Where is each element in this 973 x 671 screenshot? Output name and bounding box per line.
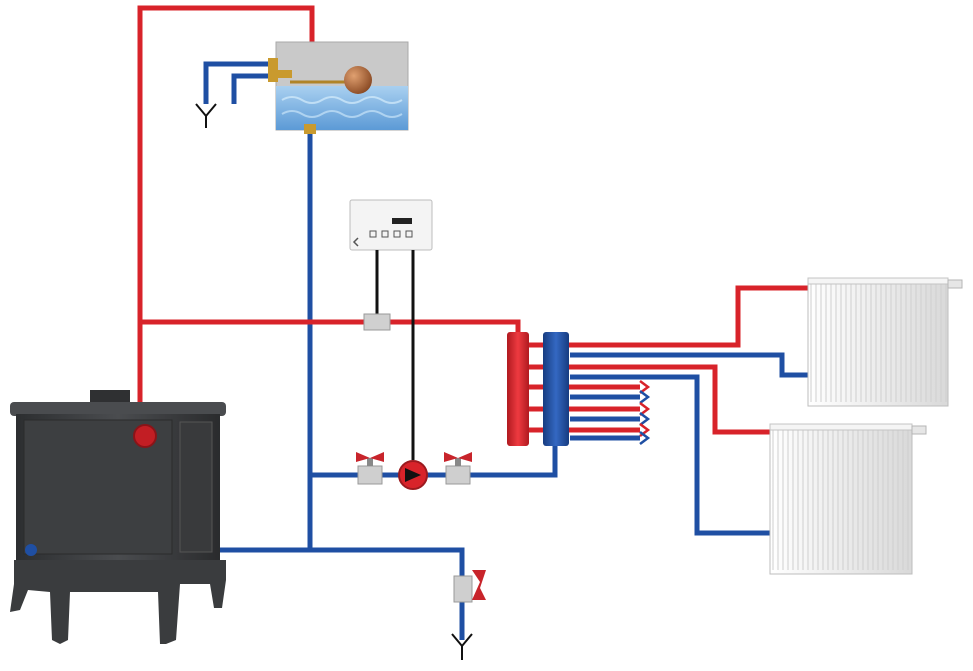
stove-supply-port bbox=[133, 424, 157, 448]
controller-cables bbox=[375, 250, 415, 460]
radiator-panel bbox=[769, 423, 913, 575]
stove-return-port bbox=[25, 544, 37, 556]
drain-funnel-icon bbox=[195, 103, 217, 128]
arrow-icon bbox=[639, 390, 651, 404]
tank-outlet-fitting bbox=[304, 124, 316, 134]
controller-display bbox=[392, 218, 412, 224]
stove-top bbox=[10, 402, 226, 416]
return-manifold-icon bbox=[543, 332, 569, 446]
supply-pipes bbox=[137, 5, 808, 435]
radiator-top-grille bbox=[807, 277, 949, 285]
supply-manifold-icon bbox=[507, 332, 529, 446]
drain-funnel-icon bbox=[451, 633, 473, 660]
float-valve-icon bbox=[268, 58, 372, 94]
loop-arrows bbox=[639, 380, 651, 445]
controller-button bbox=[405, 230, 413, 238]
radiator-air-valve bbox=[911, 425, 927, 435]
supply-pipe-stove-riser bbox=[137, 5, 315, 435]
drain-valve-icon bbox=[453, 570, 486, 603]
arrow-icon bbox=[639, 412, 651, 426]
return-pipe-radiator-2 bbox=[570, 374, 770, 536]
arrow-icon bbox=[639, 431, 651, 445]
return-pipe-inlet-1 bbox=[203, 61, 272, 104]
supply-pipe-radiator-2 bbox=[528, 364, 770, 435]
pump-icon bbox=[398, 460, 428, 490]
tank-water bbox=[276, 86, 408, 130]
radiator-top-grille bbox=[769, 423, 913, 431]
arrow-icon bbox=[639, 380, 651, 394]
return-pipe-radiator-1 bbox=[570, 352, 808, 378]
controller-icon bbox=[349, 199, 433, 251]
ball-valve-icon bbox=[356, 452, 384, 485]
stove-side-grille bbox=[179, 421, 213, 553]
supply-pipe-radiator-1 bbox=[528, 285, 808, 348]
controller-button bbox=[381, 230, 389, 238]
arrow-icon bbox=[639, 402, 651, 416]
return-pipe-inlet-2 bbox=[231, 73, 272, 104]
float-ball bbox=[344, 66, 372, 94]
radiator-icon bbox=[769, 423, 927, 575]
controller-button bbox=[369, 230, 377, 238]
return-pipe-pump-line bbox=[310, 446, 558, 478]
radiator-air-valve bbox=[947, 279, 963, 289]
stove-base bbox=[10, 560, 226, 644]
expansion-tank bbox=[275, 41, 409, 134]
supply-pipe-main bbox=[140, 319, 521, 335]
controller-button bbox=[393, 230, 401, 238]
stove-boiler-icon bbox=[10, 390, 226, 644]
ball-valve-icon bbox=[444, 452, 472, 485]
radiator-panel bbox=[807, 277, 949, 407]
radiator-icon bbox=[807, 277, 963, 407]
temperature-sensor bbox=[363, 313, 391, 331]
